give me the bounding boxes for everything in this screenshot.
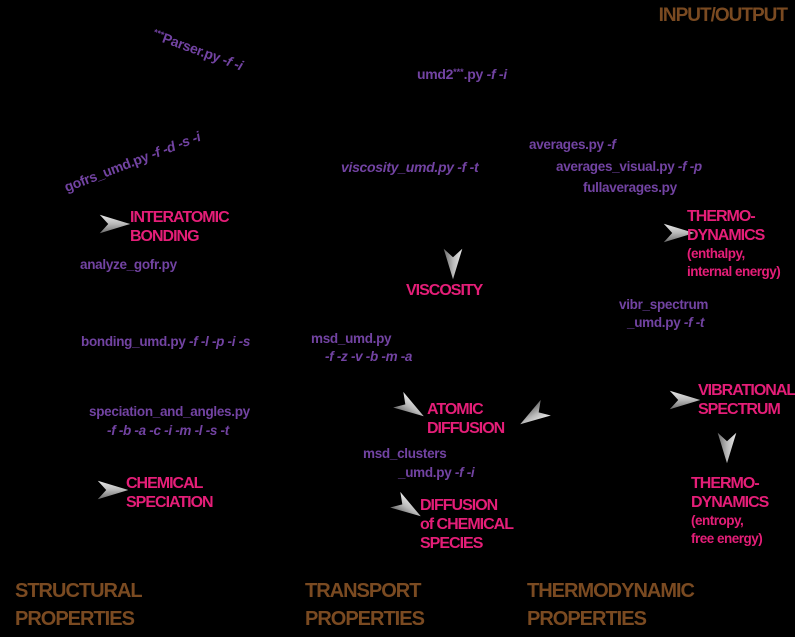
- property-subline: (enthalpy,: [687, 246, 745, 261]
- input-output-label: INPUT/OUTPUT: [658, 5, 788, 26]
- footer-line: THERMODYNAMIC: [527, 580, 695, 602]
- property-thermodynamics-entropy: THERMO- DYNAMICS (entropy, free energy): [691, 474, 769, 548]
- script-averages: averages.py -f: [529, 137, 616, 152]
- footer-transport-properties: TRANSPORT PROPERTIES: [305, 577, 425, 633]
- script-fullaverages: fullaverages.py: [583, 180, 677, 195]
- script-speciation-flags: -f -b -a -c -i -m -l -s -t: [107, 423, 229, 438]
- property-line: BONDING: [130, 228, 200, 245]
- script-fullaverages-name: fullaverages.py: [583, 180, 677, 195]
- property-chemical-speciation: CHEMICAL SPECIATION: [126, 474, 214, 512]
- footer-line: PROPERTIES: [527, 608, 647, 630]
- footer-thermodynamic-properties: THERMODYNAMIC PROPERTIES: [527, 577, 695, 633]
- script-bonding-flags: -f -l -p -i -s: [189, 334, 251, 349]
- script-averages-visual-flags: -f -p: [677, 159, 702, 174]
- script-averages-flags: -f: [607, 137, 616, 152]
- script-speciation-name: speciation_and_angles.py: [89, 404, 250, 419]
- script-umd2-ext: .py: [463, 66, 484, 82]
- script-gofrs: gofrs_umd.py -f -d -s -i: [62, 128, 203, 195]
- property-line: INTERATOMIC: [130, 209, 230, 226]
- script-msd-clusters: msd_clusters: [363, 446, 447, 461]
- script-umd2-stars: ***: [453, 67, 464, 77]
- property-line: SPECIES: [420, 535, 483, 552]
- arrow-right-icon: [669, 389, 701, 411]
- property-interatomic-bonding: INTERATOMIC BONDING: [130, 208, 230, 246]
- script-umd2-base: umd2: [417, 66, 454, 82]
- property-line: ATOMIC: [427, 401, 484, 418]
- script-averages-visual-name: averages_visual.py: [556, 159, 675, 174]
- script-analyze-gofr-name: analyze_gofr.py: [80, 257, 177, 272]
- arrow-right-icon: [97, 479, 129, 501]
- property-line: THERMO-: [687, 208, 756, 225]
- footer-structural-properties: STRUCTURAL PROPERTIES: [15, 577, 143, 633]
- footer-line: PROPERTIES: [15, 608, 135, 630]
- script-parser: ***Parser.py -f -i: [151, 26, 246, 74]
- script-umd2-flags: -f -i: [486, 66, 508, 82]
- script-viscosity-flags: -f -t: [457, 159, 479, 175]
- property-diffusion-species: DIFFUSION of CHEMICAL SPECIES: [420, 496, 514, 553]
- script-msd-clusters-line2: _umd.py -f -i: [398, 465, 475, 480]
- script-msd-name: msd_umd.py: [311, 331, 392, 346]
- script-msd: msd_umd.py: [311, 331, 392, 346]
- script-averages-name: averages.py: [529, 137, 604, 152]
- property-line: DYNAMICS: [691, 494, 769, 511]
- script-viscosity-name: viscosity_umd.py: [341, 159, 454, 175]
- property-line: DIFFUSION: [427, 420, 505, 437]
- script-viscosity: viscosity_umd.py -f -t: [341, 159, 479, 175]
- property-line: SPECTRUM: [698, 401, 781, 418]
- script-msd-clusters-name2: _umd.py: [398, 465, 452, 480]
- property-line: of CHEMICAL: [420, 516, 514, 533]
- property-line: VIBRATIONAL: [698, 382, 795, 399]
- property-line: VISCOSITY: [406, 282, 483, 299]
- footer-line: STRUCTURAL: [15, 580, 143, 602]
- script-speciation-flags-line: -f -b -a -c -i -m -l -s -t: [107, 423, 229, 438]
- script-msd-clusters-flags: -f -i: [454, 465, 475, 480]
- script-vibr-spectrum-line2: _umd.py -f -t: [627, 315, 704, 330]
- script-vibr-spectrum-flags: -f -t: [683, 315, 705, 330]
- script-msd-flags-line: -f -z -v -b -m -a: [325, 349, 412, 364]
- property-line: CHEMICAL: [126, 475, 203, 492]
- property-line: THERMO-: [691, 475, 760, 492]
- footer-line: TRANSPORT: [305, 580, 421, 602]
- script-vibr-spectrum: vibr_spectrum: [619, 297, 708, 312]
- property-subline: (entropy,: [691, 513, 744, 528]
- script-averages-visual: averages_visual.py -f -p: [556, 159, 702, 174]
- property-line: DIFFUSION: [420, 497, 498, 514]
- script-gofrs-name: gofrs_umd.py: [62, 148, 151, 195]
- script-gofrs-flags: -f -d -s -i: [148, 128, 203, 162]
- arrow-down-icon: [442, 248, 464, 280]
- script-speciation: speciation_and_angles.py: [89, 404, 250, 419]
- script-vibr-spectrum-name: vibr_spectrum: [619, 297, 709, 312]
- property-vibrational-spectrum: VIBRATIONAL SPECTRUM: [698, 381, 795, 419]
- property-thermodynamics-enthalpy: THERMO- DYNAMICS (enthalpy, internal ene…: [687, 207, 781, 281]
- footer-line: PROPERTIES: [305, 608, 425, 630]
- arrow-diagonal-down-right-icon: [392, 390, 431, 426]
- script-msd-clusters-name: msd_clusters: [363, 446, 447, 461]
- arrow-down-icon: [716, 432, 738, 464]
- property-line: DYNAMICS: [687, 227, 765, 244]
- script-msd-flags: -f -z -v -b -m -a: [325, 349, 413, 364]
- script-analyze-gofr: analyze_gofr.py: [80, 257, 177, 272]
- script-umd2: umd2***.py -f -i: [417, 66, 507, 82]
- property-line: SPECIATION: [126, 494, 214, 511]
- script-bonding: bonding_umd.py -f -l -p -i -s: [81, 334, 250, 349]
- script-parser-flags: -f -i: [220, 51, 246, 74]
- arrow-diagonal-down-left-icon: [514, 398, 553, 434]
- script-parser-name: Parser.py: [160, 29, 223, 66]
- script-vibr-spectrum-name2: _umd.py: [627, 315, 681, 330]
- property-subline: internal energy): [687, 264, 781, 279]
- property-atomic-diffusion: ATOMIC DIFFUSION: [427, 400, 505, 438]
- property-subline: free energy): [691, 531, 763, 546]
- property-viscosity: VISCOSITY: [406, 281, 483, 300]
- arrow-right-icon: [99, 213, 131, 235]
- script-bonding-name: bonding_umd.py: [81, 334, 186, 349]
